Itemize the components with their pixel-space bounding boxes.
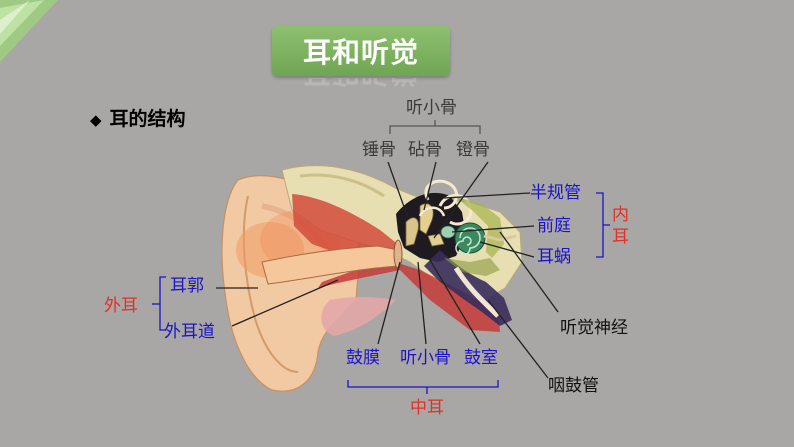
section-heading: ◆ 耳的结构 [90, 104, 186, 131]
label-vestibule: 前庭 [537, 216, 571, 236]
slide-title: 耳和听觉 [302, 36, 419, 69]
label-incus: 砧骨 [408, 140, 442, 160]
label-ossicles-middle: 听小骨 [400, 348, 451, 368]
ear-illustration [221, 165, 523, 392]
label-cochlea: 耳蜗 [537, 247, 571, 267]
middle-ear-group-label: 中耳 [410, 398, 444, 418]
label-eardrum: 鼓膜 [346, 348, 380, 368]
label-auditory-nerve: 听觉神经 [560, 318, 628, 338]
label-pinna: 耳郭 [170, 276, 204, 296]
label-semicircular-canals: 半规管 [530, 183, 581, 203]
label-malleus: 锤骨 [362, 140, 396, 160]
title-reflection: 耳和听觉 [272, 78, 450, 94]
bullet-icon: ◆ [90, 111, 102, 129]
label-tympanic-cavity: 鼓室 [464, 348, 498, 368]
outer-ear-group-label: 外耳 [104, 296, 138, 316]
label-stapes: 镫骨 [456, 140, 490, 160]
title-box: 耳和听觉 [272, 26, 450, 76]
label-ear-canal: 外耳道 [164, 322, 215, 342]
heading-text: 耳的结构 [109, 108, 186, 130]
ossicles-group-label: 听小骨 [406, 98, 457, 118]
annotation-lines [152, 120, 610, 394]
label-eustachian-tube: 咽鼓管 [548, 376, 599, 396]
inner-ear-group-label: 内耳 [612, 205, 629, 247]
